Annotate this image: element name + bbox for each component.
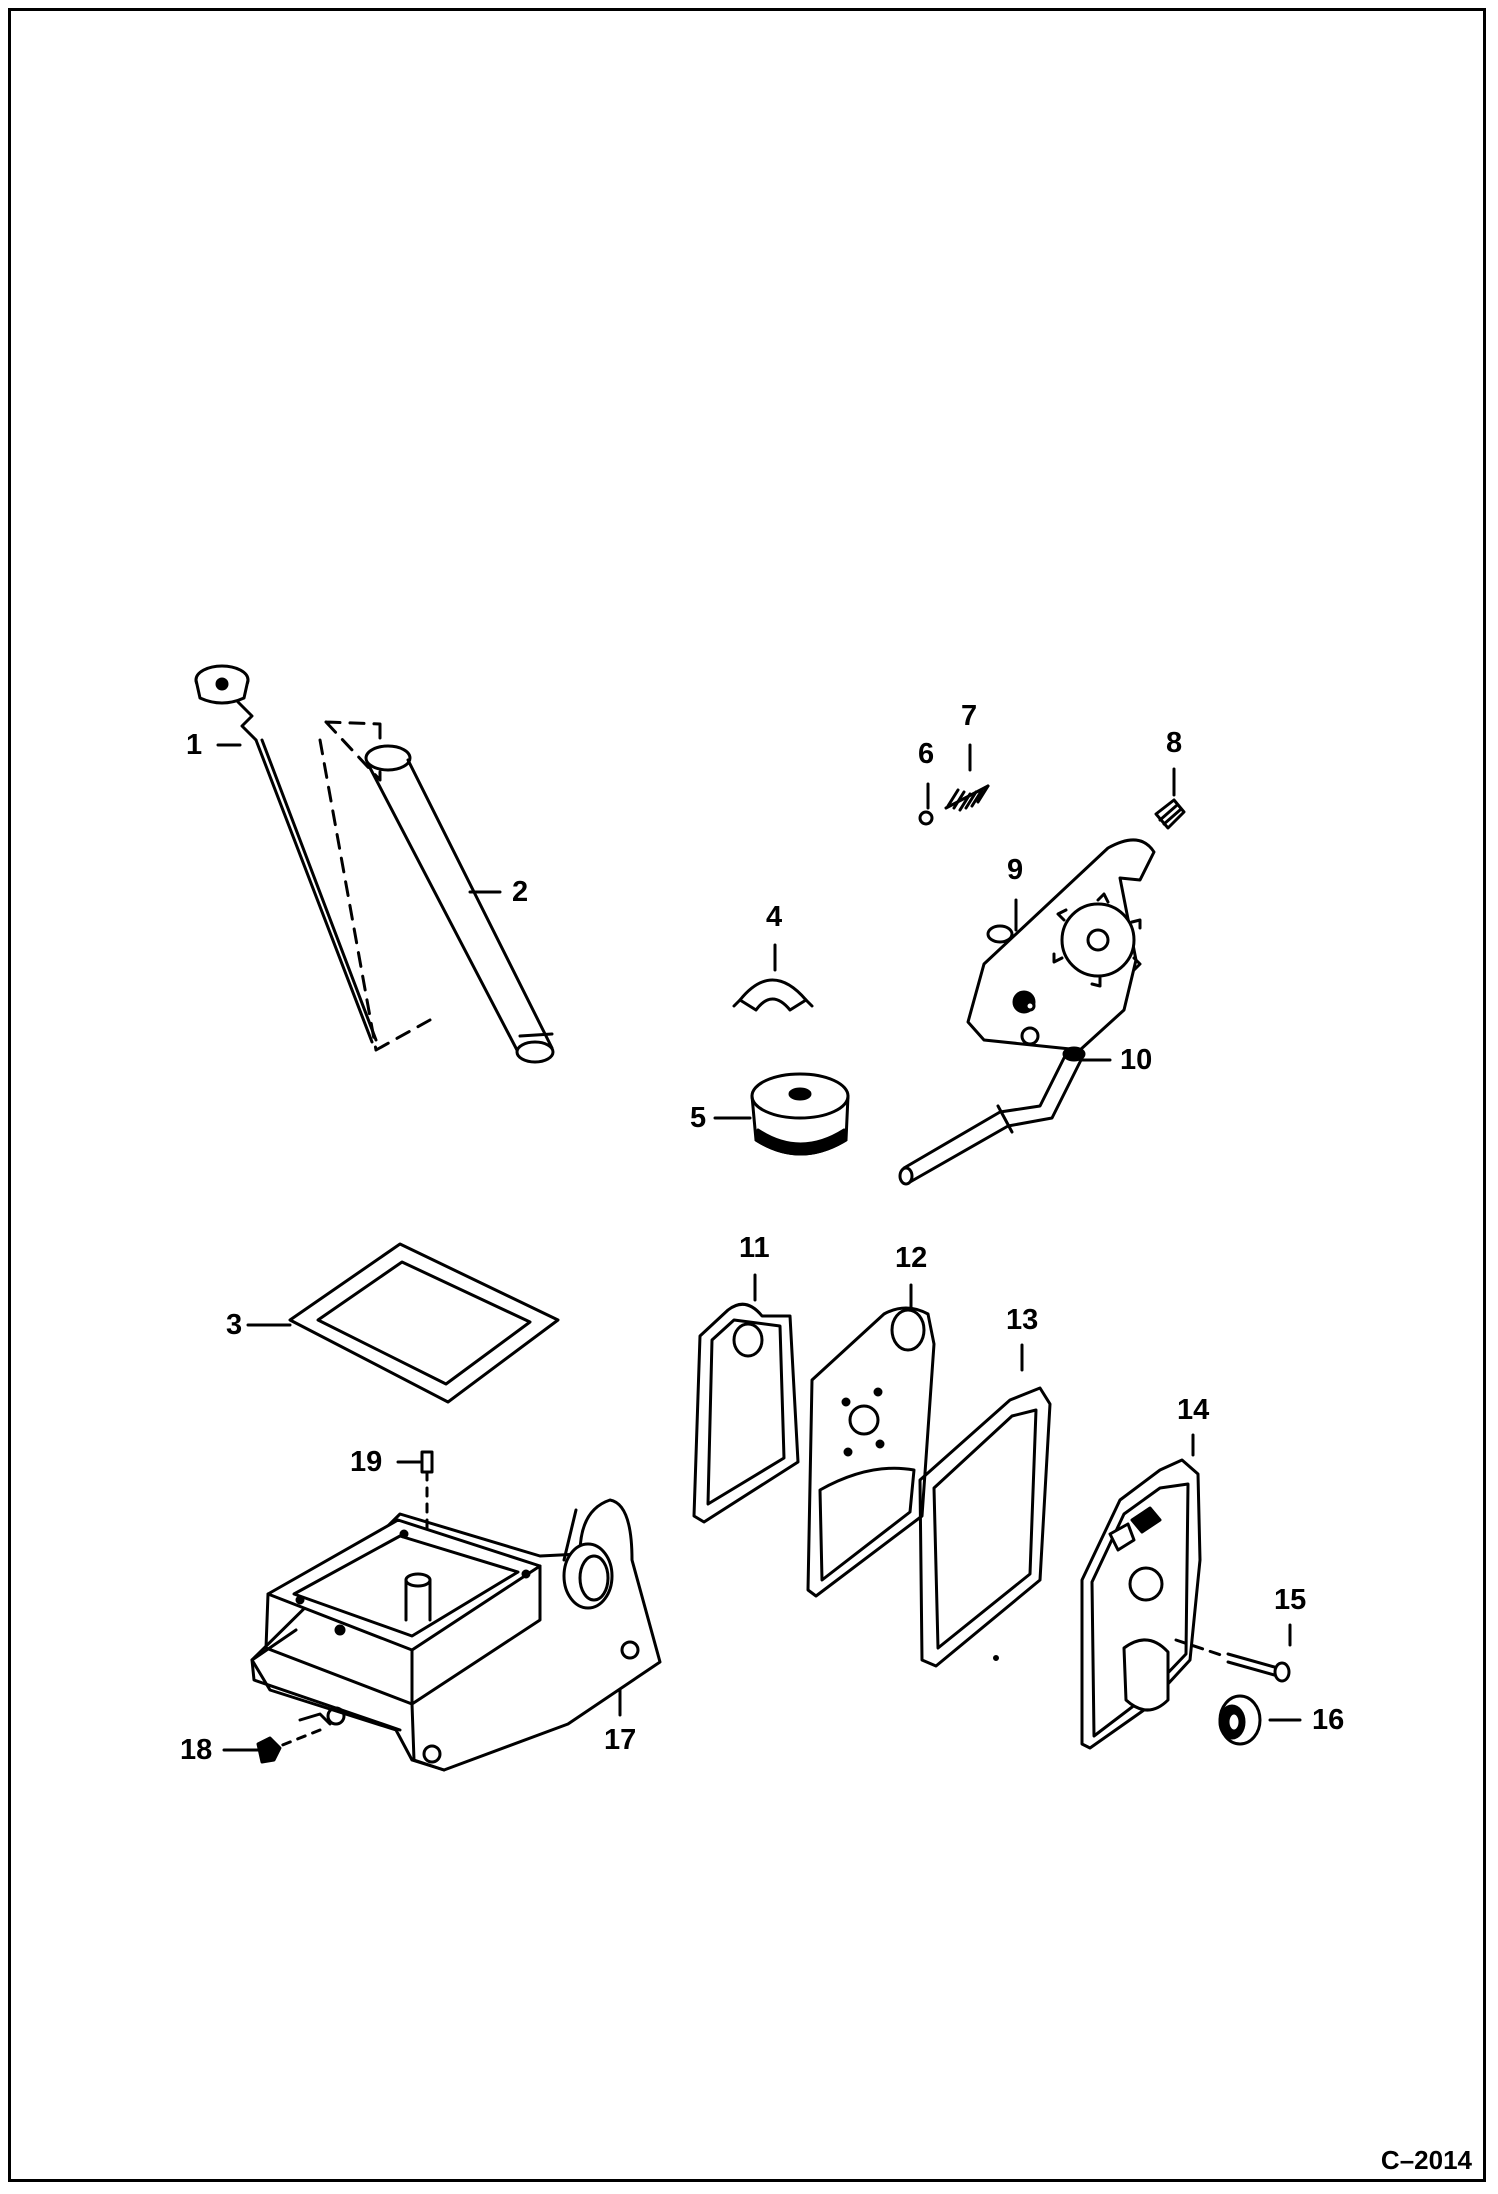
clip-icon (732, 978, 814, 1012)
oil-pan-gasket-icon (288, 1242, 560, 1404)
callout-14: 14 (1177, 1394, 1210, 1426)
plate-icon (806, 1306, 936, 1598)
callout-11: 11 (739, 1232, 770, 1264)
callout-18: 18 (180, 1734, 213, 1766)
callout-6: 6 (918, 738, 935, 770)
bolt-icon (1174, 1638, 1291, 1683)
oil-strainer-icon (750, 1072, 850, 1156)
gasket-icon-11 (692, 1302, 800, 1524)
diagram-frame (8, 8, 1486, 2182)
callout-8: 8 (1166, 727, 1183, 759)
callout-13: 13 (1006, 1304, 1039, 1336)
spring-icon (944, 784, 990, 812)
dipstick-icon (194, 664, 378, 1044)
callout-16: 16 (1312, 1704, 1345, 1736)
gear-case-cover-icon (1080, 1458, 1202, 1750)
callout-19: 19 (350, 1446, 383, 1478)
dipstick-tube-icon (318, 720, 555, 1064)
leader-lines (216, 743, 1302, 1752)
callout-9: 9 (1007, 854, 1024, 886)
callout-1: 1 (186, 729, 203, 761)
callout-17: 17 (604, 1724, 637, 1756)
seal-icon (1218, 1694, 1262, 1746)
ball-icon (918, 810, 934, 826)
callout-15: 15 (1274, 1584, 1307, 1616)
callout-3: 3 (226, 1309, 243, 1341)
plug-icon (1154, 798, 1186, 830)
callout-5: 5 (690, 1102, 707, 1134)
suction-pipe-icon (898, 1046, 1086, 1186)
dowel-pin-icon (420, 1450, 434, 1532)
callout-2: 2 (512, 876, 529, 908)
callout-4: 4 (766, 901, 783, 933)
drain-plug-icon (256, 1736, 282, 1764)
oil-pan-icon (250, 1498, 662, 1772)
figure-code: C–2014 (1380, 2145, 1472, 2175)
callout-12: 12 (895, 1242, 928, 1274)
oil-pump-icon (966, 838, 1156, 1052)
callout-10: 10 (1120, 1044, 1153, 1076)
gasket-icon-13 (918, 1386, 1052, 1668)
callout-7: 7 (961, 700, 978, 732)
